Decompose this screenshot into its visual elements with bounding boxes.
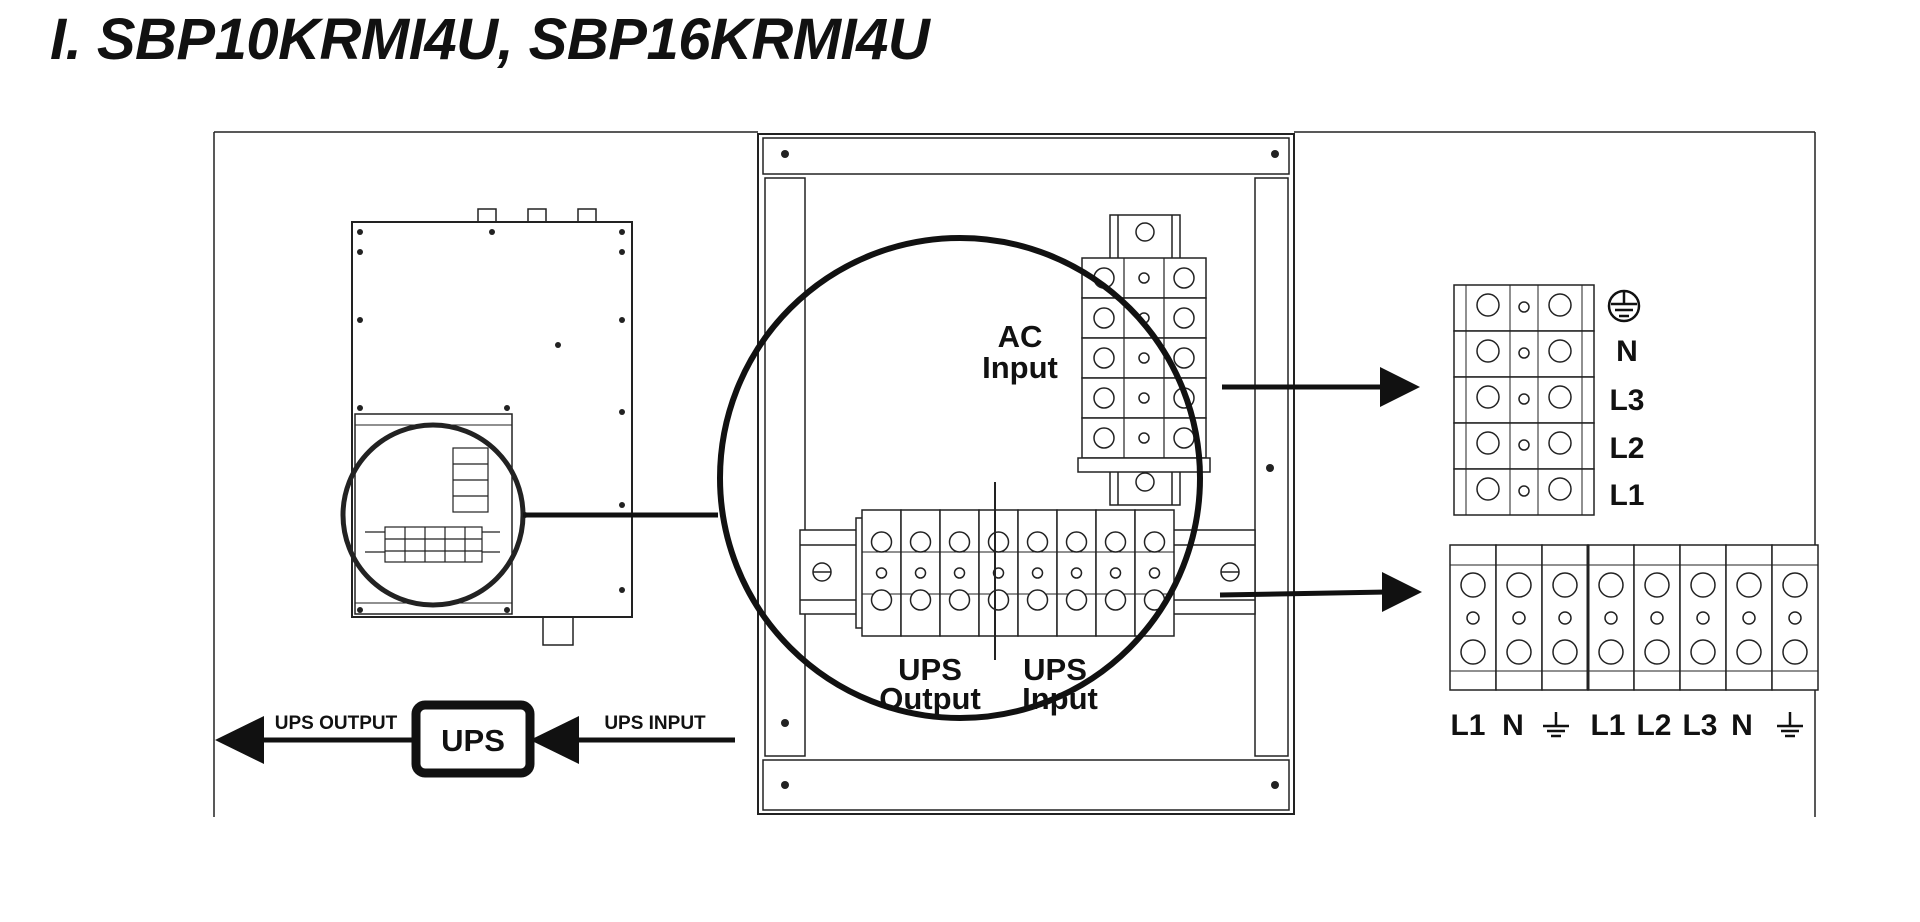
ac-terminal-l3: L3 (1609, 384, 1644, 417)
ups-input-label-line1: UPS (1023, 652, 1087, 687)
ups-output-arrowhead (215, 716, 264, 764)
diagram-frame (213, 131, 1816, 817)
ups-flow: UPS UPS OUTPUT UPS INPUT (215, 700, 735, 778)
detail-terminal-column (1679, 544, 1727, 691)
bypass-unit-overview (340, 208, 633, 646)
ups-input-label-line2: Input (1022, 681, 1098, 716)
detail-terminal-column (1771, 544, 1819, 691)
terminal-row (1081, 337, 1207, 379)
ac-input-terminal-block (1077, 257, 1211, 473)
in-terminal-n: N (1731, 709, 1753, 742)
terminal-column (1056, 509, 1097, 637)
ups-terminal-block (855, 509, 1175, 637)
detail-terminal-column (1449, 544, 1497, 691)
ups-input-arrowhead (530, 716, 579, 764)
detail-terminal-row (1453, 284, 1595, 332)
detail-terminal-row (1453, 422, 1595, 470)
ac-input-label-line1: AC (998, 319, 1043, 354)
ac-input-detail-block (1453, 284, 1595, 516)
ups-output-label-line1: UPS (898, 652, 962, 687)
detail-terminal-row (1453, 330, 1595, 378)
terminal-column (939, 509, 980, 637)
ups-box-label: UPS (441, 723, 505, 758)
ac-terminal-n: N (1616, 335, 1638, 368)
in-terminal-l3: L3 (1682, 709, 1717, 742)
detail-terminal-column (1725, 544, 1773, 691)
protective-earth-icon (1607, 289, 1641, 323)
ups-output-label-line2: Output (879, 681, 981, 716)
ac-terminal-l1: L1 (1609, 479, 1644, 512)
terminal-column (900, 509, 941, 637)
terminal-row (1081, 257, 1207, 299)
terminal-column (1017, 509, 1058, 637)
terminal-row (1081, 417, 1207, 459)
in-terminal-l2: L2 (1636, 709, 1671, 742)
ups-terminals-detail-block (1449, 544, 1819, 691)
ac-input-label-line2: Input (982, 350, 1058, 385)
out-terminal-l1: L1 (1450, 709, 1485, 742)
detail-terminal-column (1541, 544, 1589, 691)
ground-icon (1543, 712, 1569, 738)
detail-arrows (1219, 367, 1422, 612)
zoom-circle (717, 235, 1203, 721)
out-terminal-n: N (1502, 709, 1524, 742)
terminal-column (978, 509, 1019, 637)
detail-terminal-column (1587, 544, 1635, 691)
detail-terminal-row (1453, 376, 1595, 424)
terminal-column (861, 509, 902, 637)
page-title: I. SBP10KRMI4U, SBP16KRMI4U (50, 7, 930, 72)
detail-terminal-column (1495, 544, 1543, 691)
detail-terminal-column (1633, 544, 1681, 691)
ground-icon (1777, 712, 1803, 738)
ups-input-arrow-label: UPS INPUT (604, 713, 706, 734)
detail-terminal-row (1453, 468, 1595, 516)
in-terminal-l1: L1 (1590, 709, 1625, 742)
terminal-column (1095, 509, 1136, 637)
bypass-panel (757, 133, 1295, 815)
ac-terminal-l2: L2 (1609, 432, 1644, 465)
ups-output-arrow-label: UPS OUTPUT (275, 713, 398, 734)
terminal-row (1081, 297, 1207, 339)
